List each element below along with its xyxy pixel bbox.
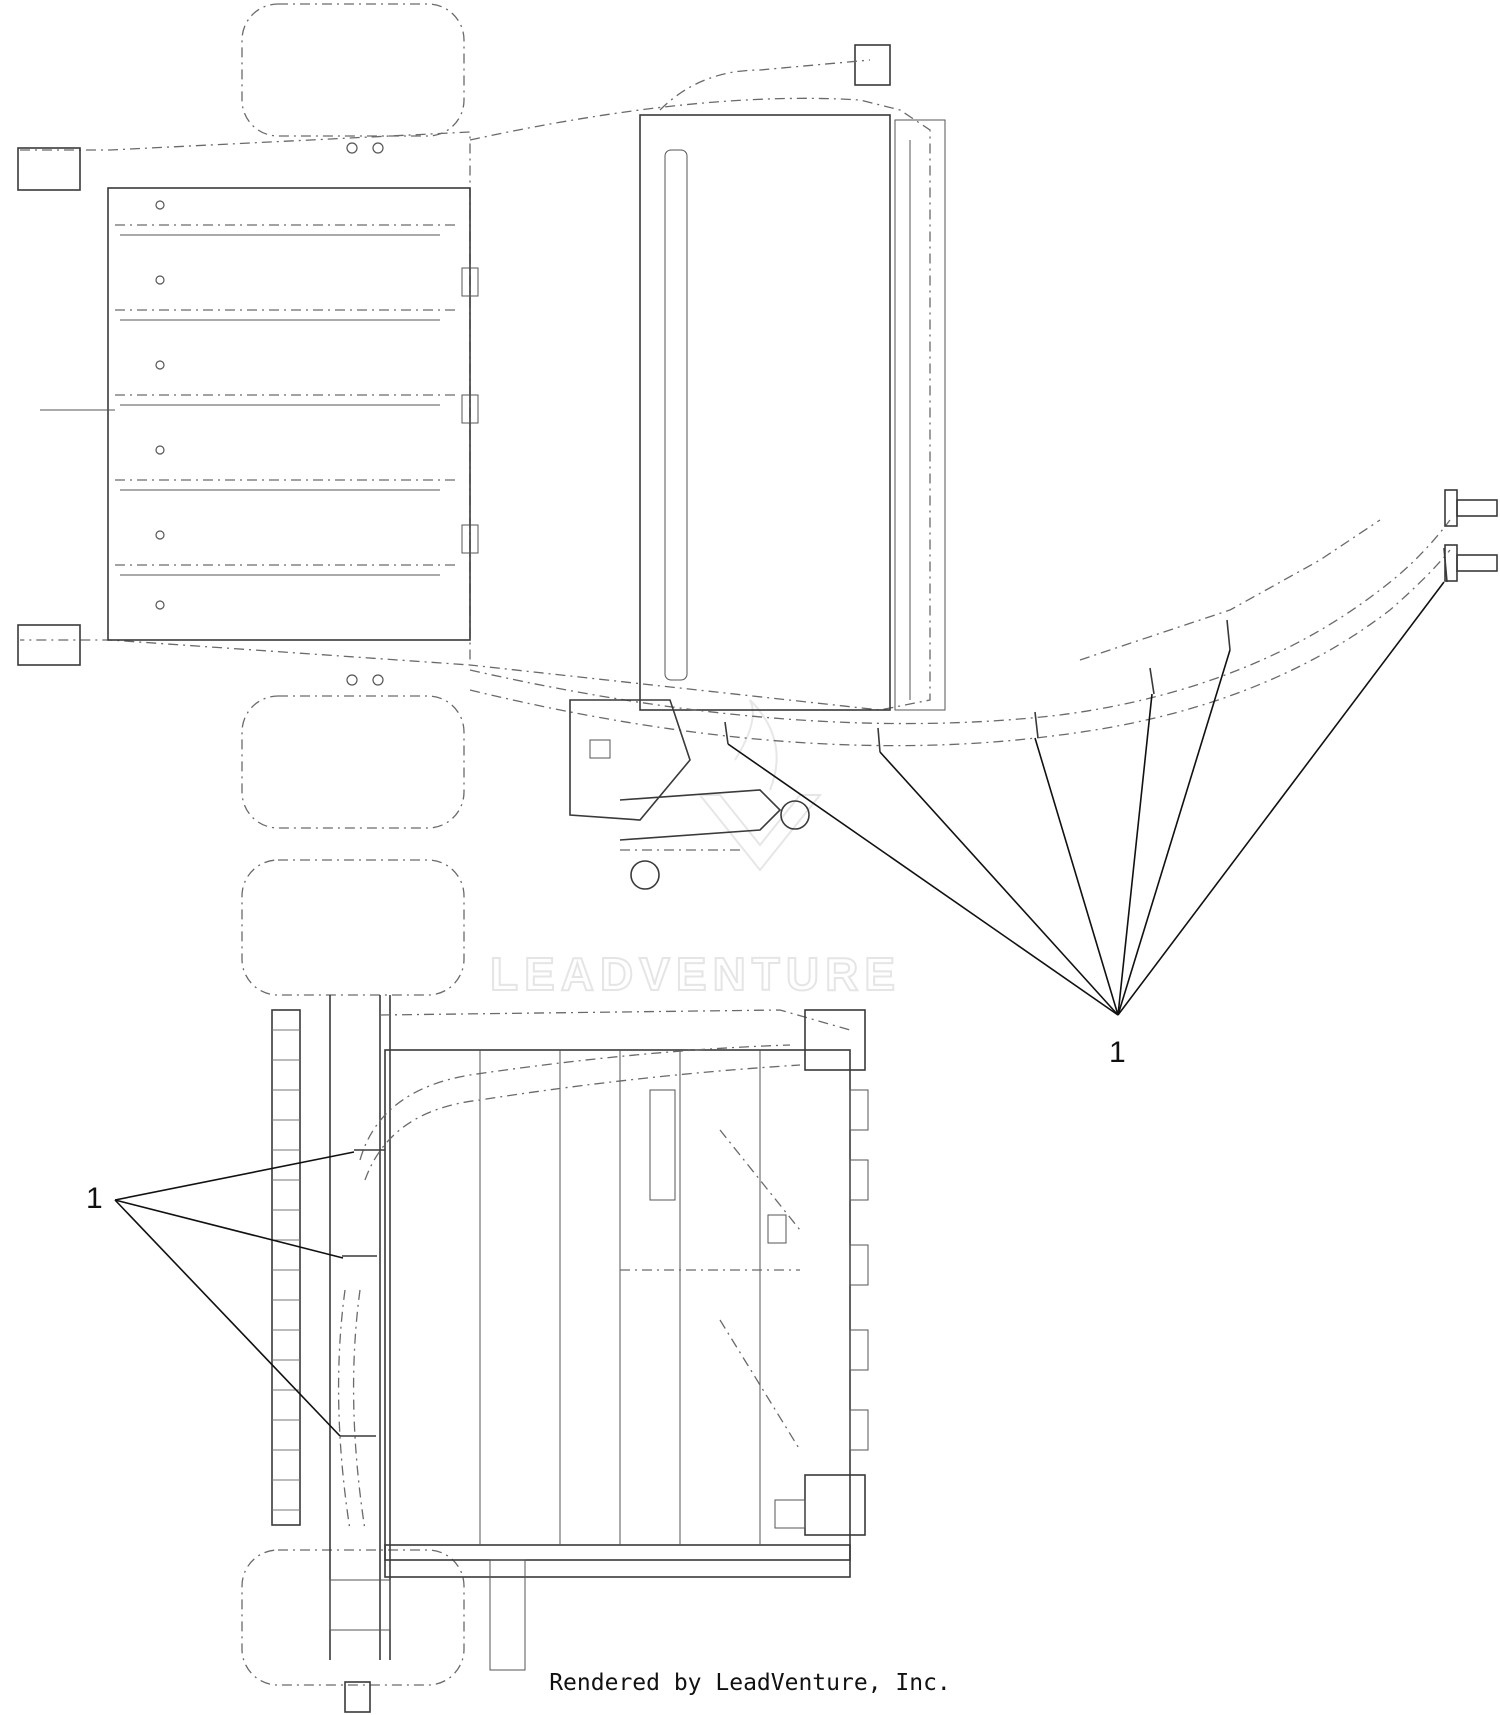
lower-leader-lines [114,1151,355,1437]
lower-machine-view [241,859,869,1713]
wheel-bottom [241,1549,465,1686]
lower-frame-body [384,1049,851,1561]
left-bracket-bottom [17,624,81,666]
wheel-top [241,3,465,137]
wheel-lower-top [241,859,465,996]
hopper-body [639,114,891,711]
top-fitting [854,44,891,86]
upper-machine-view [17,3,1498,890]
left-bracket-top [17,147,81,191]
right-bracket-top [804,1009,866,1071]
lift-mount [569,699,691,821]
footer-credit: Rendered by LeadVenture, Inc. [549,1670,951,1696]
upper-leader-lines [727,581,1445,1016]
frame-body [107,187,471,641]
watermark-text: LEADVENTURE [490,948,901,1000]
wheel-upper-bottom [241,695,465,829]
right-bracket-bottom [804,1474,866,1536]
callout-number-upper: 1 [1109,1036,1126,1069]
bottom-fitting [344,1681,371,1713]
ribbed-track [271,1009,301,1526]
callout-number-lower: 1 [86,1182,103,1215]
hose-end-fittings [1444,489,1498,582]
leadventure-watermark-logo: LEADVENTURE [489,699,901,1001]
